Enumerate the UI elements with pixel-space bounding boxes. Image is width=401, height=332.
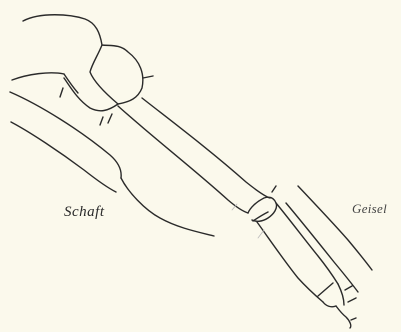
seta-shaft-2 (258, 230, 264, 238)
schaft-bracket-left (11, 122, 116, 192)
label-geisel: Geisel (352, 201, 387, 217)
basal-segment-inner-fold (64, 74, 78, 93)
label-schaft: Schaft (64, 204, 105, 221)
seta-tip-2 (348, 298, 356, 302)
seta-tip-1 (345, 286, 352, 290)
seta-basal-2 (60, 88, 63, 97)
seta-pedicel (272, 186, 276, 192)
basal-segment-lobe (90, 45, 118, 104)
geisel-bracket-upper (298, 186, 372, 270)
flagellum-lower-edge (257, 222, 323, 302)
pedicel-joint (248, 197, 277, 221)
scape-lower-edge (118, 106, 248, 213)
schaft-bracket-upper (10, 92, 121, 178)
geisel-bracket-lower (286, 203, 358, 292)
basal-segment-left-edge (12, 73, 64, 80)
seta-basal-3 (108, 114, 112, 123)
flagellum-segment-1 (318, 283, 333, 296)
seta-basal-4 (100, 117, 103, 125)
scape-upper-edge (142, 98, 270, 198)
basal-segment-outline (23, 15, 143, 111)
flagellum-upper-edge (276, 203, 338, 284)
flagellum-segment-2 (323, 302, 336, 307)
flagellum-tip (336, 306, 351, 328)
flagellum-segment-3 (338, 284, 344, 305)
schaft-bracket-lower (121, 178, 214, 236)
seta-tip-3 (351, 318, 356, 320)
seta-basal-1 (143, 76, 153, 78)
